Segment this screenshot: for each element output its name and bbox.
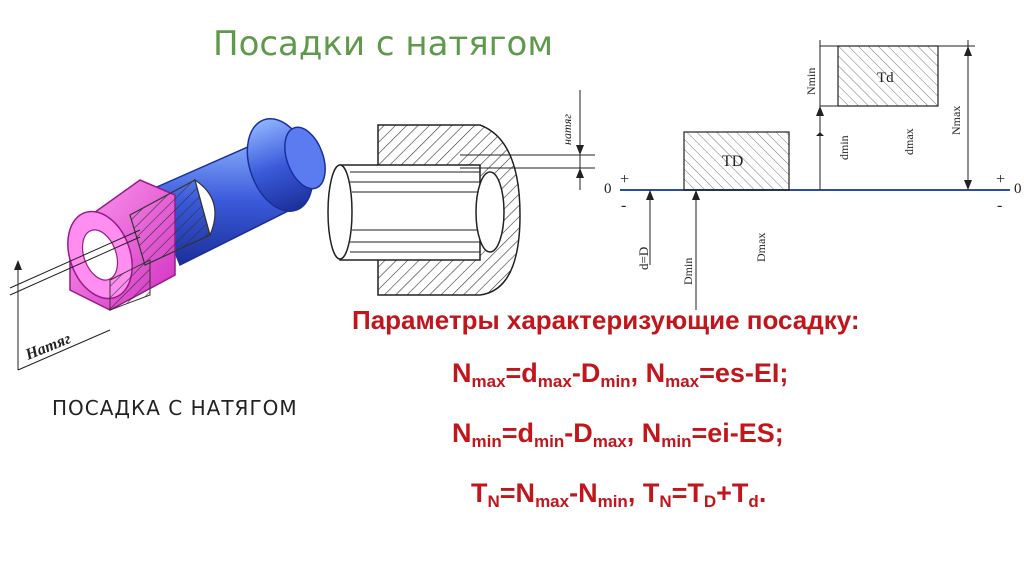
hole-field-td: TD xyxy=(722,153,743,170)
slide-title: Посадки с натягом xyxy=(213,24,553,64)
formula-nmin: Nmin=dmin-Dmax, Nmin=ei-ES; xyxy=(452,418,784,451)
d-max-label: dmax xyxy=(902,128,916,155)
d-eq-D-label: d=D xyxy=(636,247,651,270)
figure-caption: ПОСАДКА С НАТЯГОМ xyxy=(52,396,298,420)
natyag-dimension-label: Натяг xyxy=(22,330,73,364)
D-min-label: Dmin xyxy=(681,258,695,285)
isometric-fit-drawing xyxy=(9,117,326,371)
cross-section-drawing xyxy=(327,90,595,296)
N-max-label: Nmax xyxy=(949,106,963,135)
tolerance-diagram xyxy=(620,40,1010,310)
N-min-label: Nmin xyxy=(804,68,818,95)
plus-label-right: + xyxy=(996,171,1005,188)
minus-label-left: - xyxy=(621,197,626,214)
minus-label-right: - xyxy=(997,197,1002,214)
section-natyag-label: натяг xyxy=(560,114,574,145)
plus-label-left: + xyxy=(620,171,629,188)
shaft-field-td: Td xyxy=(877,70,894,86)
formula-tn: TN=Nmax-Nmin, TN=TD+Td. xyxy=(471,478,767,511)
D-max-label: Dmax xyxy=(754,233,768,262)
zero-label-left: 0 xyxy=(604,181,612,197)
parameters-heading: Параметры характеризующие посадку: xyxy=(352,305,860,335)
d-min-label: dmin xyxy=(837,135,851,160)
formula-nmax: Nmax=dmax-Dmin, Nmax=es-EI; xyxy=(452,358,789,391)
zero-label-right: 0 xyxy=(1014,181,1022,197)
